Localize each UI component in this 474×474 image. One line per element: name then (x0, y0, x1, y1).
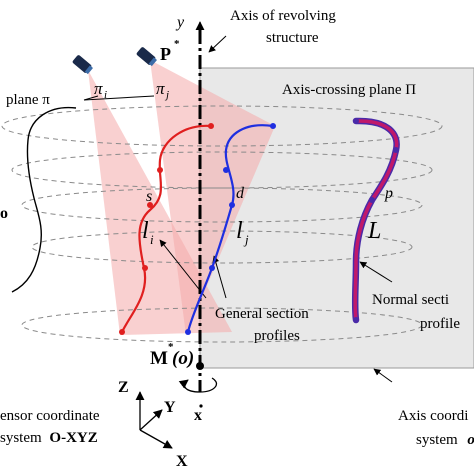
pi-j-label: π (156, 79, 165, 98)
general-profile-i-points (119, 123, 214, 335)
axis-crossing-plane-label: Axis-crossing plane Π (282, 82, 416, 98)
m-star-label: M (150, 348, 168, 369)
normal-profile-points (353, 118, 399, 323)
plane-pi-label: plane π (6, 92, 50, 108)
axis-coord-label-2: system o (416, 432, 474, 448)
sensor-x-label: X (176, 453, 188, 470)
section-ellipse-5 (21, 307, 423, 343)
l-i-sub: i (150, 232, 154, 247)
point-n-2 (393, 147, 399, 153)
general-section-label-1: General section (215, 306, 309, 322)
sensor-y-label: Y (164, 399, 176, 416)
normal-section-label-2: profile (420, 316, 460, 332)
sensor-coord-label-1: ensor coordinate (0, 408, 100, 424)
laser-sensor-i (72, 55, 93, 75)
sensor-z-label: Z (118, 379, 129, 396)
point-i-1 (208, 123, 214, 129)
point-i-3 (147, 202, 153, 208)
m-star-sup: * (168, 341, 174, 353)
point-i-5 (119, 329, 125, 335)
point-i-2 (157, 167, 163, 173)
point-d-label: d (236, 185, 245, 202)
general-section-label-2: profiles (254, 328, 300, 344)
point-j-5 (185, 329, 191, 335)
axis-dot (199, 404, 203, 408)
outer-profile-left (11, 106, 77, 293)
axis-coord-arrow (373, 368, 393, 383)
axis-revolving-label-1: Axis of revolving (230, 8, 336, 24)
big-l-label: L (367, 218, 381, 244)
axis-coord-system-tail: o (467, 432, 474, 448)
pi-i-sub: i (104, 89, 107, 101)
sensor-coord-label-2: system O-XYZ (0, 430, 98, 446)
general-section-arrow-1 (159, 239, 207, 299)
general-section-arrow-2 (212, 255, 227, 299)
l-i-label: l (142, 218, 149, 244)
point-s-label: s (146, 188, 152, 205)
section-ellipse-2 (11, 151, 433, 189)
rotation-arrow-icon (178, 377, 217, 393)
general-profile-i (121, 124, 212, 333)
l-j-label: l (236, 218, 243, 244)
sensor-coord-system-word: system (0, 430, 42, 446)
left-edge-glyph: o (0, 205, 8, 222)
point-n-1 (353, 118, 359, 124)
axis-coord-label-1: Axis coordi (398, 408, 468, 424)
p-star-label: P (160, 44, 171, 64)
x-axis-label: x (194, 407, 202, 424)
normal-section-label-1: Normal secti (372, 292, 449, 308)
section-ellipse-4 (31, 230, 413, 264)
p-star-sup: * (174, 38, 180, 50)
point-j-2 (223, 167, 229, 173)
point-n-3 (369, 197, 375, 203)
point-j-4 (209, 265, 215, 271)
origin-point (196, 362, 204, 370)
section-ellipse-1 (1, 105, 443, 147)
section-ellipses (1, 105, 443, 343)
laser-sensor-j (136, 47, 157, 67)
pi-j-sub: j (164, 89, 169, 101)
section-ellipse-3 (21, 187, 423, 223)
sensor-y-axis (139, 409, 163, 431)
point-n-4 (353, 317, 359, 323)
m-star-o: (o) (172, 348, 194, 369)
sensor-x-axis (139, 429, 173, 449)
pi-i-label: π (94, 79, 103, 98)
axis-coord-system-word: system (416, 432, 458, 448)
axis-revolving-label-2: structure (266, 30, 319, 46)
plane-pi-pointer-j (83, 95, 155, 101)
point-p-label: p (384, 185, 393, 202)
axis-callout-arrow (208, 35, 227, 53)
point-j-1 (270, 123, 276, 129)
normal-section-arrow (359, 261, 393, 283)
sensor-coord-system-name: O-XYZ (49, 430, 97, 446)
general-profile-j-points (185, 123, 276, 335)
point-i-4 (142, 265, 148, 271)
y-axis-label: y (175, 14, 185, 31)
l-j-sub: j (243, 232, 249, 247)
point-j-3 (229, 202, 235, 208)
plane-pi-pointer-i (83, 95, 99, 101)
